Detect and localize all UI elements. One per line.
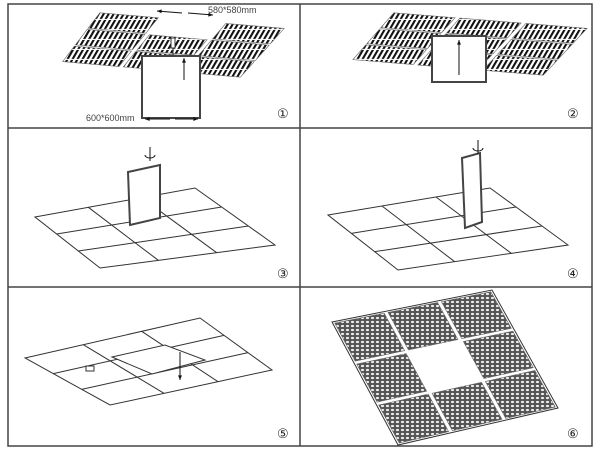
frame-grid [7,3,593,447]
led-panel-tilted [126,163,161,227]
arrow-head [193,117,198,121]
step-number-5: ⑤ [277,426,289,441]
arrow-head [182,58,186,63]
step-number-1: ① [277,106,289,121]
grid-line [351,206,517,234]
ceiling-tile [484,370,556,419]
step-5 [23,317,274,406]
led-panel-edge-on [460,151,484,230]
ceiling-tile [197,39,270,61]
step-number-6: ⑥ [567,426,579,441]
ceiling-tile [62,45,133,67]
ceiling-tile [87,12,159,34]
grid-line [83,344,165,394]
arrow-head [157,9,162,14]
ceiling-tile [387,302,459,351]
step-3 [33,147,277,269]
led-panel [141,55,201,119]
step-number-3: ③ [277,266,289,281]
step-1 [62,9,285,121]
ceiling-tile [356,353,428,403]
ceiling-tile [440,291,512,340]
ceiling-tile [431,381,503,432]
driver-box [85,365,95,372]
ceiling-tile [380,12,456,33]
ceiling-tile [445,17,522,39]
ceiling-tile [366,28,442,49]
driver-connector [170,37,176,49]
step-number-4: ④ [567,266,579,281]
step-6 [331,289,559,446]
grid-line [88,206,159,261]
arrow-head [145,117,150,121]
step-4 [326,140,570,271]
arrow-head [178,375,182,380]
grid-line [374,225,543,253]
ceiling-tile [511,23,588,44]
dimension-label-ceiling-opening: 580*580mm [208,5,257,15]
grid-line [78,225,249,252]
step-2 [352,12,588,83]
led-panel-placed [110,344,207,375]
arrow-head [457,40,461,45]
dimension-label-panel: 600*600mm [86,113,135,123]
ceiling-tile [211,23,285,45]
ceiling-tile [462,330,534,379]
ceiling-tile [74,29,146,51]
ceiling-tile [482,55,558,76]
floor-grid-outline [326,187,570,271]
ceiling-tile [378,393,450,444]
ceiling-tile [496,39,573,60]
grid-line [381,205,455,263]
arrow-head [208,12,213,17]
ceiling-tile [352,44,428,65]
ceiling-tile [334,312,406,362]
step-number-2: ② [567,106,579,121]
